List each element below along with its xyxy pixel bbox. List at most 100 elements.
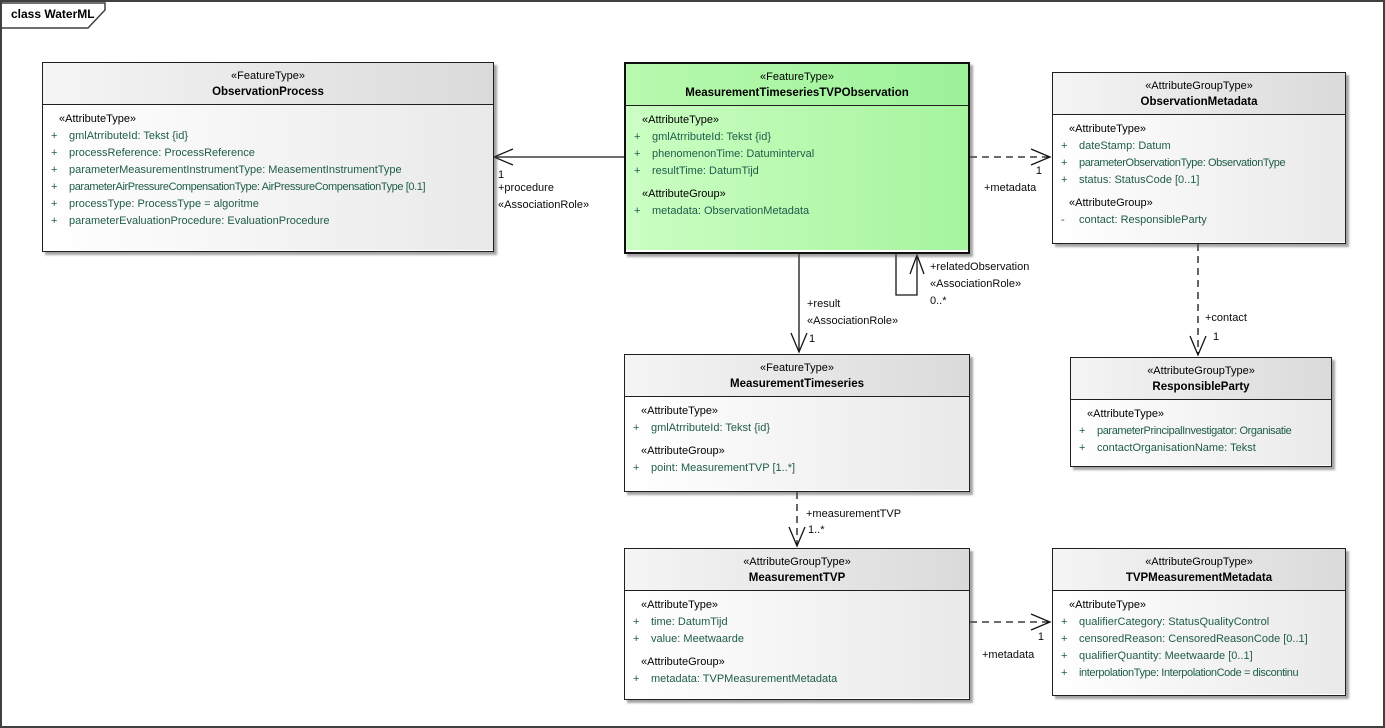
attribute-row[interactable]: +gmlAtrributeId: Tekst {id} (634, 131, 772, 143)
procedure-stereotype-label[interactable]: «AssociationRole» (498, 199, 590, 211)
attribute-row[interactable]: +parameterEvaluationProcedure: Evaluatio… (51, 215, 330, 227)
class-header: «FeatureType» MeasurementTimeseries (625, 355, 969, 397)
class-attributes: «AttributeType» +dateStamp: Datum +param… (1053, 115, 1345, 242)
attribute-row[interactable]: +processReference: ProcessReference (51, 147, 255, 159)
class-stereotype: «FeatureType» (231, 70, 305, 82)
metadata-top-multiplicity-label[interactable]: 1 (1035, 165, 1042, 177)
metadata-bottom-multiplicity-label[interactable]: 1 (1037, 631, 1044, 643)
section-header: «AttributeGroup» (1069, 197, 1153, 209)
section-header: «AttributeType» (1069, 599, 1147, 611)
attribute-row[interactable]: +processType: ProcessType = algoritme (51, 198, 259, 210)
class-attributes: «AttributeType» +gmlAtrributeId: Tekst {… (625, 397, 969, 490)
section-header: «AttributeType» (642, 114, 720, 126)
class-header: «AttributeGroupType» ObservationMetadata (1053, 73, 1345, 115)
attribute-row[interactable]: +metadata: TVPMeasurementMetadata (633, 673, 838, 685)
class-stereotype: «FeatureType» (760, 362, 834, 374)
class-name: MeasurementTimeseriesTVPObservation (685, 87, 909, 99)
contact-arrowhead-icon (1189, 335, 1207, 357)
class-stereotype: «AttributeGroupType» (1145, 556, 1253, 568)
contact-multiplicity-label[interactable]: 1 (1213, 331, 1220, 343)
attribute-row[interactable]: +qualifierCategory: StatusQualityControl (1061, 616, 1270, 628)
class-name: ObservationMetadata (1140, 96, 1258, 108)
attribute-row[interactable]: +parameterAirPressureCompensationType: A… (51, 181, 426, 193)
result-multiplicity-label[interactable]: 1 (809, 333, 816, 345)
attribute-row[interactable]: +dateStamp: Datum (1061, 140, 1171, 152)
attribute-row[interactable]: +value: Meetwaarde (633, 633, 744, 645)
class-measurement-timeseries[interactable]: «FeatureType» MeasurementTimeseries «Att… (624, 354, 970, 492)
class-name: MeasurementTVP (748, 572, 846, 584)
section-header: «AttributeType» (59, 113, 137, 125)
class-attributes: «AttributeType» +time: DatumTijd +value:… (625, 591, 969, 698)
class-name: TVPMeasurementMetadata (1125, 572, 1273, 584)
metadata-top-role-label[interactable]: +metadata (984, 182, 1037, 194)
class-stereotype: «AttributeGroupType» (1145, 80, 1253, 92)
result-stereotype-label[interactable]: «AssociationRole» (807, 315, 899, 327)
measurement-tvp-arrowhead-icon (788, 526, 806, 548)
class-stereotype: «AttributeGroupType» (743, 556, 851, 568)
class-attributes: «AttributeType» +gmlAtrributeId: Tekst {… (43, 105, 493, 250)
section-header: «AttributeGroup» (641, 656, 725, 668)
class-attributes: «AttributeType» +parameterPrincipalInves… (1071, 400, 1331, 465)
section-header: «AttributeType» (641, 599, 719, 611)
attribute-row[interactable]: +metadata: ObservationMetadata (634, 205, 810, 217)
metadata-bottom-arrowhead-icon (1030, 613, 1052, 631)
class-measurement-timeseries-tvp-observation[interactable]: «FeatureType» MeasurementTimeseriesTVPOb… (624, 62, 970, 254)
frame-tab-shape (2, 2, 106, 29)
class-attributes: «AttributeType» +gmlAtrributeId: Tekst {… (626, 106, 968, 250)
attribute-row[interactable]: +interpolationType: InterpolationCode = … (1061, 667, 1299, 679)
section-header: «AttributeType» (1069, 123, 1147, 135)
attribute-row[interactable]: +point: MeasurementTVP [1..*] (633, 462, 796, 474)
diagram-frame-tab: class WaterML (2, 2, 114, 30)
diagram-frame-label: class WaterML (11, 7, 95, 21)
class-name: ObservationProcess (212, 86, 324, 98)
related-observation-arrowhead-icon (909, 253, 925, 275)
measurement-tvp-role-label[interactable]: +measurementTVP (806, 508, 902, 520)
procedure-multiplicity-label[interactable]: 1 (498, 169, 505, 181)
class-header: «FeatureType» MeasurementTimeseriesTVPOb… (626, 64, 968, 106)
attribute-row[interactable]: +gmlAtrributeId: Tekst {id} (51, 130, 189, 142)
section-header: «AttributeGroup» (641, 445, 725, 457)
class-name: ResponsibleParty (1152, 381, 1250, 393)
metadata-top-arrowhead-icon (1030, 148, 1052, 166)
attribute-row[interactable]: +parameterPrincipalInvestigator: Organis… (1079, 425, 1292, 437)
attribute-row[interactable]: -contact: ResponsibleParty (1061, 214, 1207, 226)
class-observation-metadata[interactable]: «AttributeGroupType» ObservationMetadata… (1052, 72, 1346, 244)
section-header: «AttributeGroup» (642, 188, 726, 200)
class-header: «AttributeGroupType» MeasurementTVP (625, 549, 969, 591)
metadata-bottom-role-label[interactable]: +metadata (982, 649, 1035, 661)
measurement-tvp-multiplicity-label[interactable]: 1..* (808, 524, 825, 536)
attribute-row[interactable]: +gmlAtrributeId: Tekst {id} (633, 422, 771, 434)
related-observation-role-label[interactable]: +relatedObservation (930, 261, 1030, 273)
section-header: «AttributeType» (1087, 408, 1165, 420)
section-header: «AttributeType» (641, 405, 719, 417)
attribute-row[interactable]: +contactOrganisationName: Tekst (1079, 442, 1256, 454)
class-responsible-party[interactable]: «AttributeGroupType» ResponsibleParty «A… (1070, 357, 1332, 467)
attribute-row[interactable]: +parameterObservationType: ObservationTy… (1061, 157, 1286, 169)
attribute-row[interactable]: +qualifierQuantity: Meetwaarde [0..1] (1061, 650, 1253, 662)
result-role-label[interactable]: +result (807, 298, 841, 310)
attribute-row[interactable]: +resultTime: DatumTijd (634, 165, 759, 177)
attribute-row[interactable]: +phenomenonTime: Datuminterval (634, 148, 815, 160)
class-stereotype: «FeatureType» (760, 71, 834, 83)
class-observation-process[interactable]: «FeatureType» ObservationProcess «Attrib… (42, 62, 494, 252)
attribute-row[interactable]: +time: DatumTijd (633, 616, 728, 628)
related-observation-stereotype-label[interactable]: «AssociationRole» (930, 278, 1022, 290)
connector-related-observation[interactable] (895, 254, 918, 296)
class-tvp-measurement-metadata[interactable]: «AttributeGroupType» TVPMeasurementMetad… (1052, 548, 1346, 696)
class-measurement-tvp[interactable]: «AttributeGroupType» MeasurementTVP «Att… (624, 548, 970, 700)
procedure-arrowhead-icon (492, 148, 514, 166)
result-arrowhead-icon (790, 332, 808, 354)
class-attributes: «AttributeType» +qualifierCategory: Stat… (1053, 591, 1345, 694)
class-header: «AttributeGroupType» ResponsibleParty (1071, 358, 1331, 400)
attribute-row[interactable]: +parameterMeasurementInstrumentType: Mea… (51, 164, 402, 176)
attribute-row[interactable]: +status: StatusCode [0..1] (1061, 174, 1200, 186)
attribute-row[interactable]: +censoredReason: CensoredReasonCode [0..… (1061, 633, 1308, 645)
procedure-role-label[interactable]: +procedure (498, 182, 554, 194)
contact-role-label[interactable]: +contact (1205, 312, 1247, 324)
related-observation-multiplicity-label[interactable]: 0..* (930, 295, 947, 307)
class-header: «AttributeGroupType» TVPMeasurementMetad… (1053, 549, 1345, 591)
class-header: «FeatureType» ObservationProcess (43, 63, 493, 105)
class-stereotype: «AttributeGroupType» (1147, 365, 1255, 377)
